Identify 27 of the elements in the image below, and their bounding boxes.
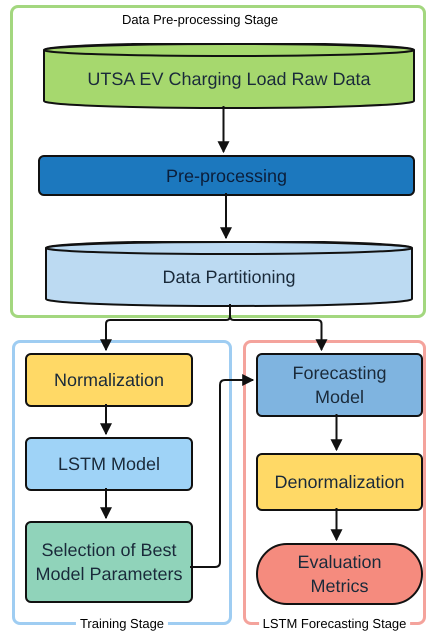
node-label: UTSA EV Charging Load Raw Data — [86, 68, 372, 91]
arrow — [229, 304, 328, 352]
arrow — [100, 488, 112, 520]
node-label: Evaluation Metrics — [296, 551, 383, 598]
process-box — [256, 453, 423, 511]
process-box — [256, 353, 423, 417]
process-box — [25, 437, 193, 491]
arrow — [330, 414, 342, 452]
node-label: Data Partitioning — [161, 266, 297, 289]
arrow — [190, 374, 254, 568]
process-box — [38, 155, 415, 196]
process-box — [25, 521, 193, 603]
node-label: Pre-processing — [164, 164, 288, 188]
stage-panel — [10, 5, 426, 318]
node-label: Selection of Best Model Parameters — [34, 539, 184, 586]
node-label: Forecasting Model — [291, 362, 388, 409]
stage-title: LSTM Forecasting Stage — [258, 616, 410, 632]
node-label: Normalization — [52, 369, 166, 392]
terminal-pill — [256, 543, 423, 605]
node-label: LSTM Model — [56, 453, 162, 476]
arrow — [330, 508, 342, 542]
node-label: Denormalization — [273, 471, 406, 494]
arrow — [100, 404, 112, 436]
arrow — [220, 193, 232, 240]
arrow — [218, 106, 230, 154]
stage-title: Training Stage — [76, 616, 168, 632]
process-box — [25, 353, 193, 407]
